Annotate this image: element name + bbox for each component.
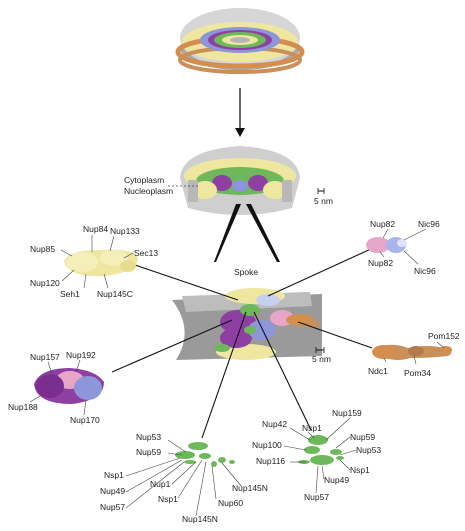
scale-bar-middle: 5 nm — [312, 347, 331, 364]
label-ndc1: Ndc1 — [368, 366, 388, 376]
label-nup100: Nup100 — [252, 440, 282, 450]
label-nup120: Nup120 — [30, 278, 60, 288]
nic96-complex — [366, 237, 407, 253]
label-nup82-bottom: Nup82 — [368, 258, 393, 268]
inner-ring-leaders — [29, 359, 87, 416]
label-nup159: Nup159 — [332, 408, 362, 418]
svg-text:5 nm: 5 nm — [314, 196, 333, 206]
nic96-leaders — [379, 228, 427, 265]
label-nup59-right: Nup59 — [350, 432, 375, 442]
label-nup82-top: Nup82 — [370, 219, 395, 229]
label-nsp1-right: Nsp1 — [350, 465, 370, 475]
label-nup170: Nup170 — [70, 415, 100, 425]
label-nup59-left: Nup59 — [136, 447, 161, 457]
connector-lines — [111, 247, 374, 439]
label-nup85: Nup85 — [30, 244, 55, 254]
label-nup57-right: Nup57 — [304, 492, 329, 502]
central-spoke — [172, 288, 322, 360]
y-complex — [64, 249, 138, 277]
spoke-wedge — [214, 204, 280, 262]
label-nup192: Nup192 — [66, 350, 96, 360]
label-nup53-left: Nup53 — [136, 432, 161, 442]
fg-right-leaders — [283, 417, 357, 494]
label-nup49-left: Nup49 — [100, 486, 125, 496]
svg-text:5 nm: 5 nm — [312, 354, 331, 364]
cutaway-pore-complex — [180, 146, 300, 215]
label-nup49-right: Nup49 — [324, 475, 349, 485]
label-nup133: Nup133 — [110, 226, 140, 236]
y-complex-leaders — [60, 235, 134, 289]
fg-cluster-left — [175, 442, 235, 467]
inner-ring-complex — [34, 368, 104, 404]
label-nup145n-bottom: Nup145N — [182, 514, 218, 524]
label-nup57-left: Nup57 — [100, 502, 125, 512]
label-nup60: Nup60 — [218, 498, 243, 508]
label-nup42: Nup42 — [262, 419, 287, 429]
nucleoplasm-label: Nucleoplasm — [124, 186, 173, 196]
label-seh1: Seh1 — [60, 289, 80, 299]
label-nic96-top: Nic96 — [418, 219, 440, 229]
label-nsp1-right-top: Nsp1 — [302, 423, 322, 433]
down-arrow — [235, 88, 245, 137]
label-nup116: Nup116 — [256, 456, 285, 466]
fg-cluster-right — [298, 435, 344, 465]
label-nup1: Nup1 — [150, 479, 171, 489]
label-nup188: Nup188 — [8, 402, 38, 412]
fg-left-leaders — [125, 439, 243, 517]
label-nsp1-left-a: Nsp1 — [104, 470, 124, 480]
scale-bar-top: 5 nm — [314, 188, 333, 206]
spoke-label: Spoke — [234, 267, 258, 277]
label-nup53-right: Nup53 — [356, 445, 381, 455]
label-nic96-bottom: Nic96 — [414, 266, 436, 276]
label-nup145n-right: Nup145N — [232, 483, 268, 493]
pom-complex — [372, 344, 452, 360]
label-nup157: Nup157 — [30, 352, 60, 362]
label-nup145c: Nup145C — [97, 289, 133, 299]
label-nup84: Nup84 — [83, 224, 108, 234]
full-pore-complex — [175, 8, 305, 74]
cytoplasm-label: Cytoplasm — [124, 175, 164, 185]
label-pom34: Pom34 — [404, 368, 431, 378]
pom-leaders — [383, 341, 445, 365]
label-nsp1-left-b: Nsp1 — [158, 494, 178, 504]
label-sec13: Sec13 — [134, 248, 158, 258]
label-pom152: Pom152 — [428, 331, 460, 341]
